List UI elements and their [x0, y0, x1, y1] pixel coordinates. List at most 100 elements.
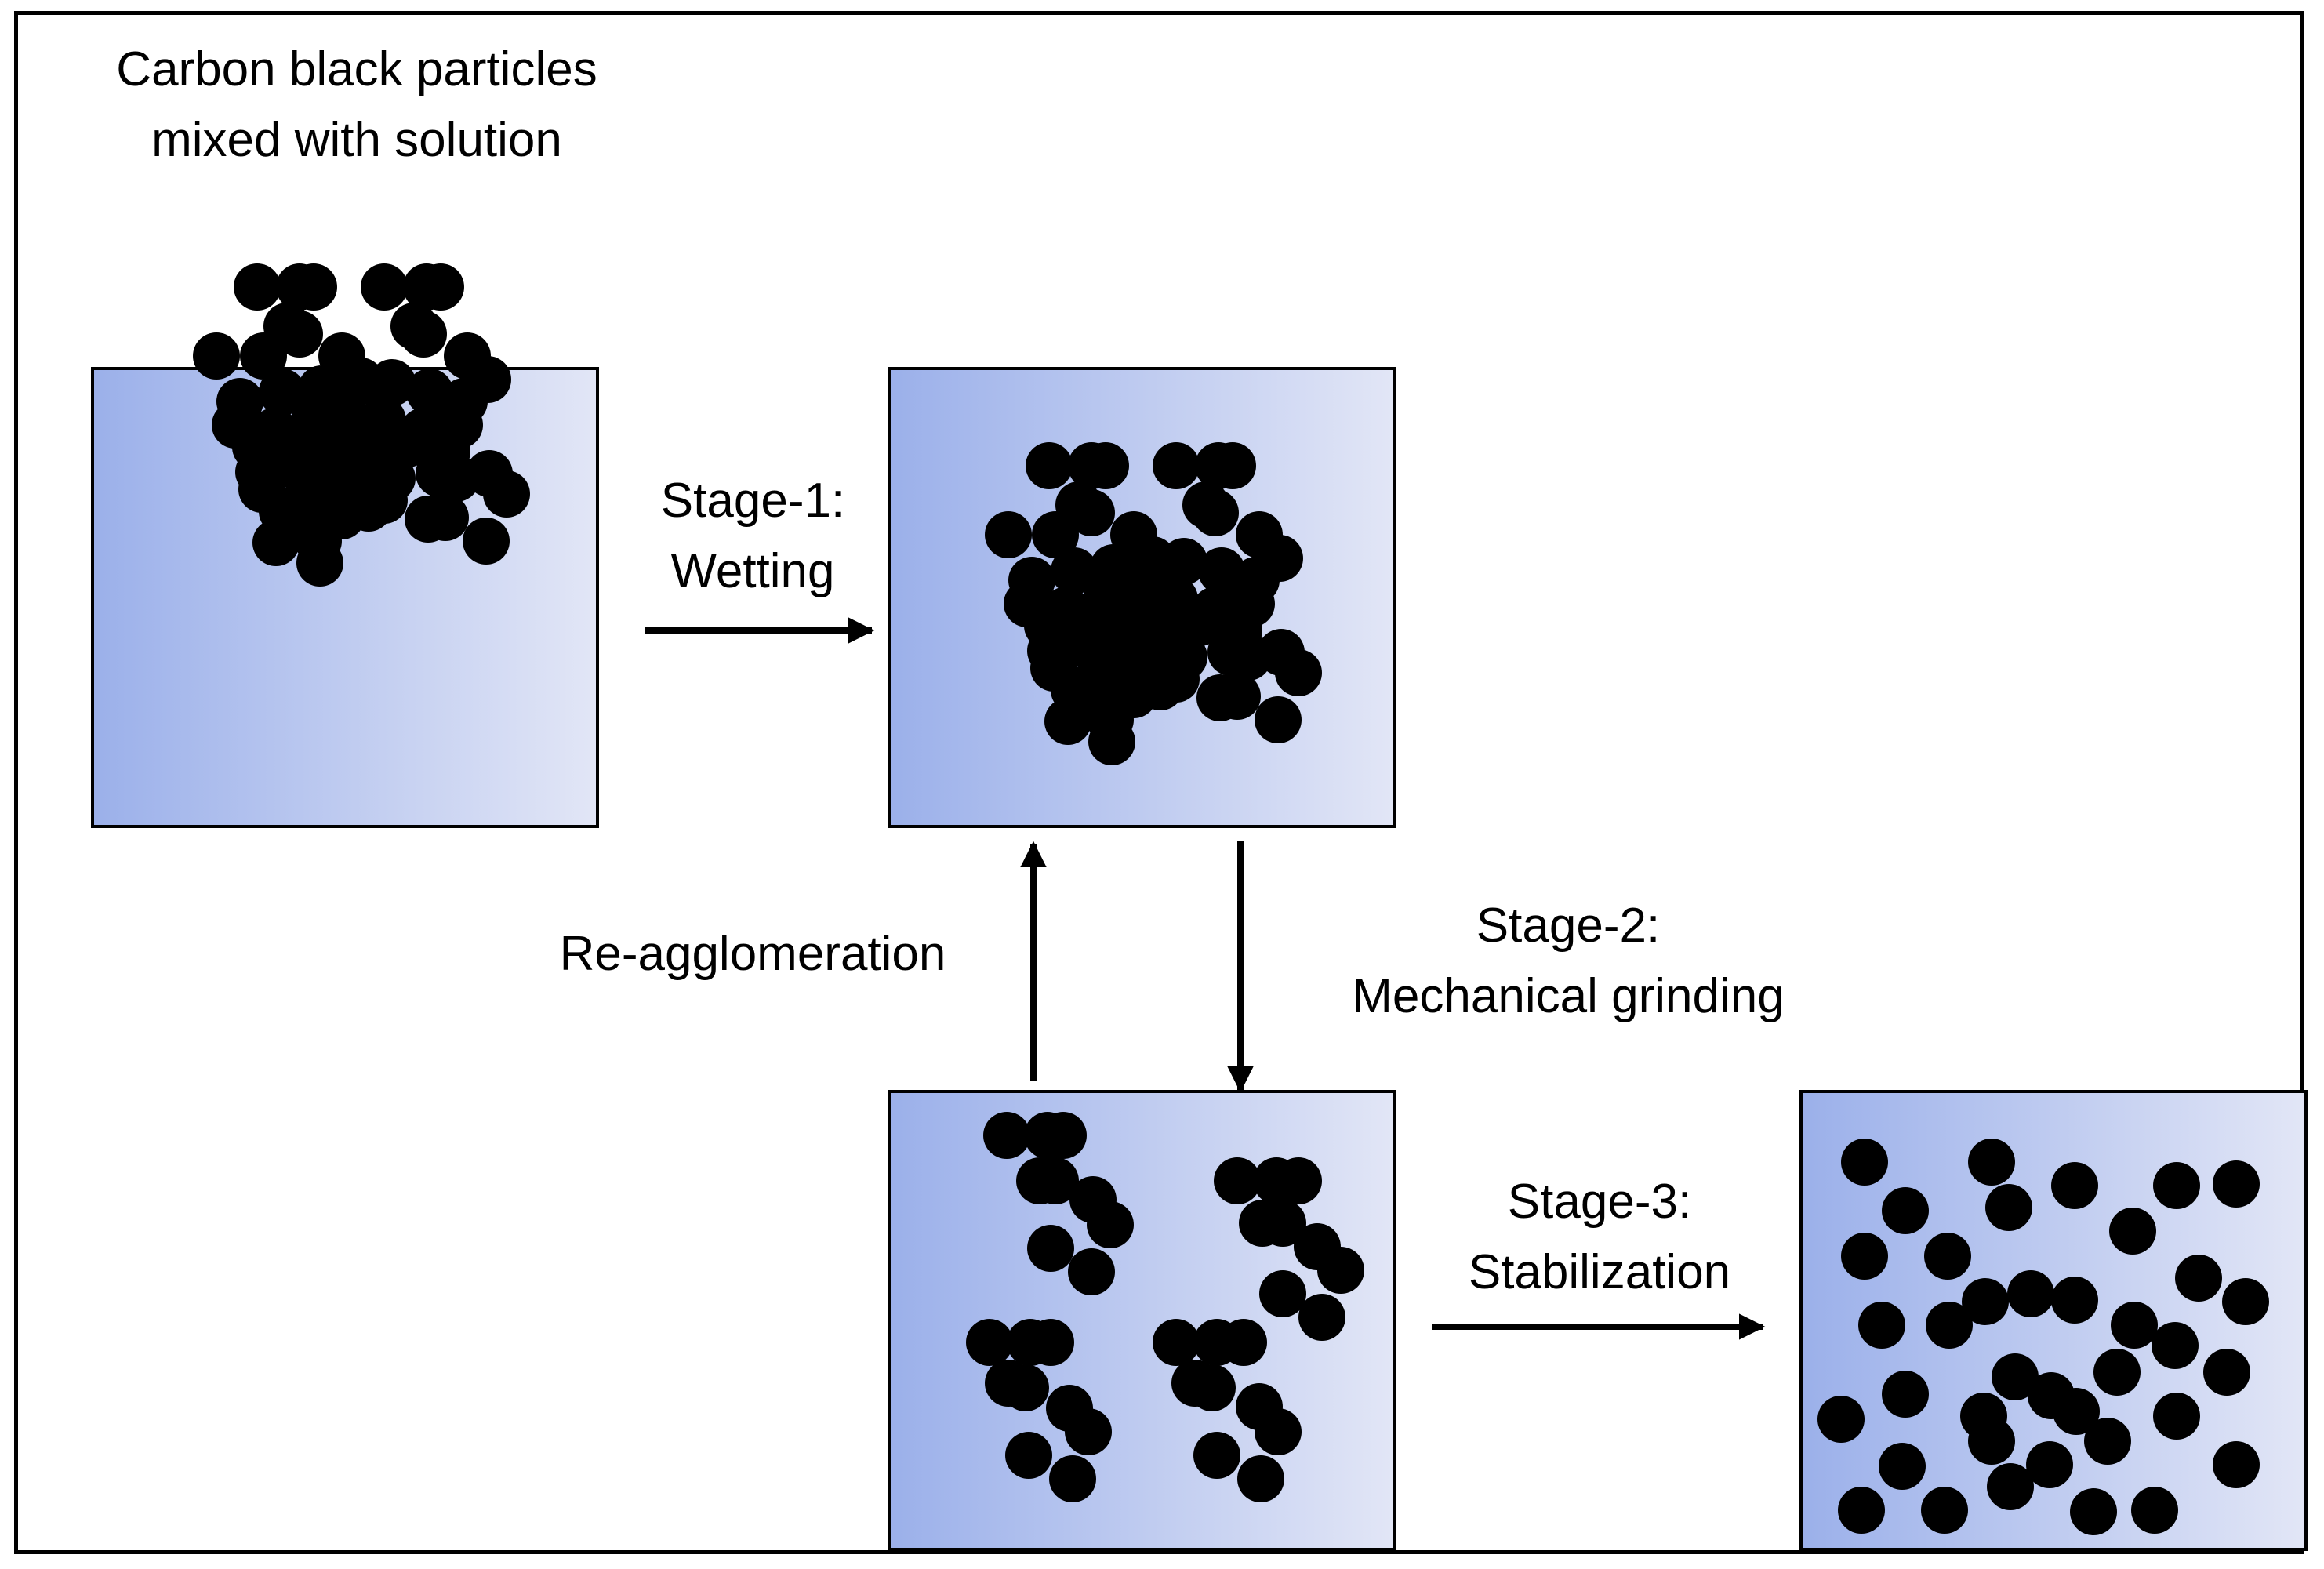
carbon-particle	[1065, 1408, 1112, 1455]
carbon-particle	[1259, 1200, 1306, 1247]
carbon-particle	[1921, 1487, 1968, 1534]
carbon-particle	[1992, 1353, 2039, 1400]
carbon-particle	[361, 263, 408, 311]
particles-wetted-agglomerate	[985, 442, 1322, 765]
carbon-particle	[1924, 1233, 1971, 1280]
carbon-particle	[1082, 442, 1129, 489]
stage1-line1: Stage-1:	[660, 474, 845, 528]
stage2-line1: Stage-2:	[1476, 899, 1661, 953]
carbon-particle	[1237, 1455, 1284, 1502]
carbon-particle	[345, 485, 392, 532]
carbon-particle	[1160, 538, 1207, 585]
carbon-particle	[1002, 1364, 1049, 1411]
carbon-particle	[422, 494, 469, 541]
carbon-particle	[259, 369, 306, 416]
carbon-particle	[1298, 1294, 1345, 1341]
particles-initial-agglomerate	[193, 263, 530, 587]
carbon-particle	[1026, 442, 1073, 489]
carbon-particle	[1841, 1139, 1888, 1186]
carbon-particle	[1068, 1248, 1115, 1295]
carbon-particle	[1317, 1247, 1364, 1294]
carbon-particle	[369, 359, 416, 406]
carbon-particle	[1882, 1187, 1929, 1234]
figure-frame	[14, 11, 2304, 1554]
carbon-particle	[2109, 1208, 2156, 1255]
carbon-particle	[296, 539, 343, 587]
carbon-particle	[2111, 1302, 2158, 1349]
carbon-particle	[2026, 1441, 2073, 1488]
carbon-particle	[400, 311, 447, 358]
carbon-particle	[2203, 1349, 2250, 1396]
carbon-particle	[1027, 1319, 1074, 1366]
carbon-particle	[1838, 1487, 1885, 1534]
carbon-particle	[1968, 1139, 2015, 1186]
reagglomeration-label: Re-agglomeration	[502, 919, 1004, 990]
carbon-particle	[483, 470, 530, 518]
carbon-particle	[2070, 1488, 2117, 1535]
carbon-particle	[1049, 1455, 1096, 1502]
carbon-particle	[252, 519, 300, 566]
carbon-particle	[1255, 696, 1302, 743]
carbon-particle	[193, 332, 240, 380]
carbon-particle	[2153, 1162, 2200, 1209]
carbon-particle	[2213, 1160, 2260, 1208]
carbon-particle	[2213, 1441, 2260, 1488]
carbon-particle	[983, 1112, 1030, 1159]
carbon-particle	[1051, 547, 1098, 594]
carbon-particle	[1189, 1364, 1236, 1411]
carbon-particle	[1088, 718, 1135, 765]
carbon-particle	[1275, 649, 1322, 696]
title-line2: mixed with solution	[151, 113, 562, 167]
title-line1: Carbon black particles	[116, 42, 597, 96]
carbon-particle	[1137, 663, 1184, 710]
stage2-label: Stage-2: Mechanical grinding	[1286, 891, 1850, 1032]
carbon-particle	[1032, 511, 1079, 558]
carbon-particle	[1153, 1319, 1200, 1366]
stage3-line2: Stabilization	[1468, 1245, 1731, 1299]
carbon-particle	[1255, 1408, 1302, 1455]
carbon-particle	[2153, 1393, 2200, 1440]
carbon-particle	[2053, 1388, 2100, 1435]
reagglomeration-text: Re-agglomeration	[559, 927, 946, 981]
carbon-particle	[1275, 1157, 1322, 1204]
carbon-particle	[1044, 698, 1091, 745]
carbon-particle	[234, 263, 281, 311]
carbon-particle	[2051, 1162, 2098, 1209]
carbon-particle	[2152, 1322, 2199, 1369]
carbon-particle	[1259, 1270, 1306, 1317]
carbon-particle	[1068, 489, 1115, 536]
carbon-particle	[240, 332, 287, 380]
carbon-particle	[1214, 673, 1261, 720]
carbon-particle	[1209, 442, 1256, 489]
carbon-particle	[966, 1319, 1013, 1366]
carbon-particle	[1192, 489, 1239, 536]
carbon-particle	[1193, 1432, 1240, 1479]
stage1-line2: Wetting	[670, 544, 835, 598]
carbon-particle	[1153, 442, 1200, 489]
carbon-particle	[1985, 1184, 2032, 1231]
carbon-particle	[2051, 1277, 2098, 1324]
carbon-particle	[463, 518, 510, 565]
carbon-particle	[1987, 1463, 2034, 1510]
stage1-label: Stage-1: Wetting	[612, 466, 894, 607]
stage3-line1: Stage-3:	[1507, 1175, 1692, 1229]
carbon-particle	[1005, 1432, 1052, 1479]
stage3-label: Stage-3: Stabilization	[1419, 1167, 1780, 1308]
carbon-particle	[276, 311, 323, 358]
particles-ground-clusters	[966, 1112, 1364, 1502]
carbon-particle	[1817, 1396, 1865, 1443]
carbon-particle	[1858, 1302, 1905, 1349]
stage2-line2: Mechanical grinding	[1352, 969, 1785, 1023]
particles-stabilized-dispersed	[1817, 1139, 2269, 1535]
carbon-particle	[290, 263, 337, 311]
carbon-particle	[1087, 1201, 1134, 1248]
carbon-particle	[985, 511, 1032, 558]
title-label: Carbon black particles mixed with soluti…	[47, 35, 666, 176]
carbon-particle	[1879, 1443, 1926, 1490]
carbon-particle	[1220, 1319, 1267, 1366]
carbon-particle	[1841, 1233, 1888, 1280]
carbon-particle	[1214, 1157, 1261, 1204]
carbon-particle	[1040, 1112, 1087, 1159]
